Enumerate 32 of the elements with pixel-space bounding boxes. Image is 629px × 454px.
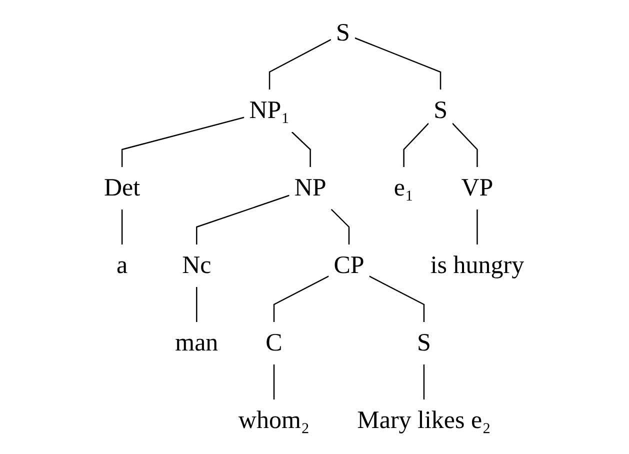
connector [331,208,350,244]
node-text: VP [462,174,494,202]
connector [292,132,312,167]
node-text: man [176,329,219,357]
node-text: CP [334,252,365,280]
connector [355,37,442,90]
node-text: is hungry [430,252,525,280]
node-text: a [116,252,128,280]
node-text: Mary likes e₂ [358,406,492,434]
connector [122,210,124,244]
connector [196,287,198,322]
syntax-tree: S NP₁ S Det NP e₁ VP a Nc CP is hungry man C S whom₂ Mary likes e₂ [89,2,540,452]
node-text: C [266,329,283,357]
connector [404,122,430,167]
node-text: S [434,96,448,124]
connector [424,364,426,400]
node-text: NP [294,174,327,202]
node-text: Det [104,174,141,202]
connector [274,276,330,322]
connector [477,210,478,244]
node-text: e₁ [394,174,414,202]
node-text: NP₁ [250,96,290,124]
node-text: S [336,20,350,47]
node-text: S [417,329,432,357]
connector [196,194,290,244]
connector [269,39,332,90]
node-text: Nc [182,252,212,280]
node-text: whom₂ [238,406,310,434]
connector [369,276,426,322]
connector [122,116,245,167]
connector [274,364,276,400]
connector [452,122,478,167]
